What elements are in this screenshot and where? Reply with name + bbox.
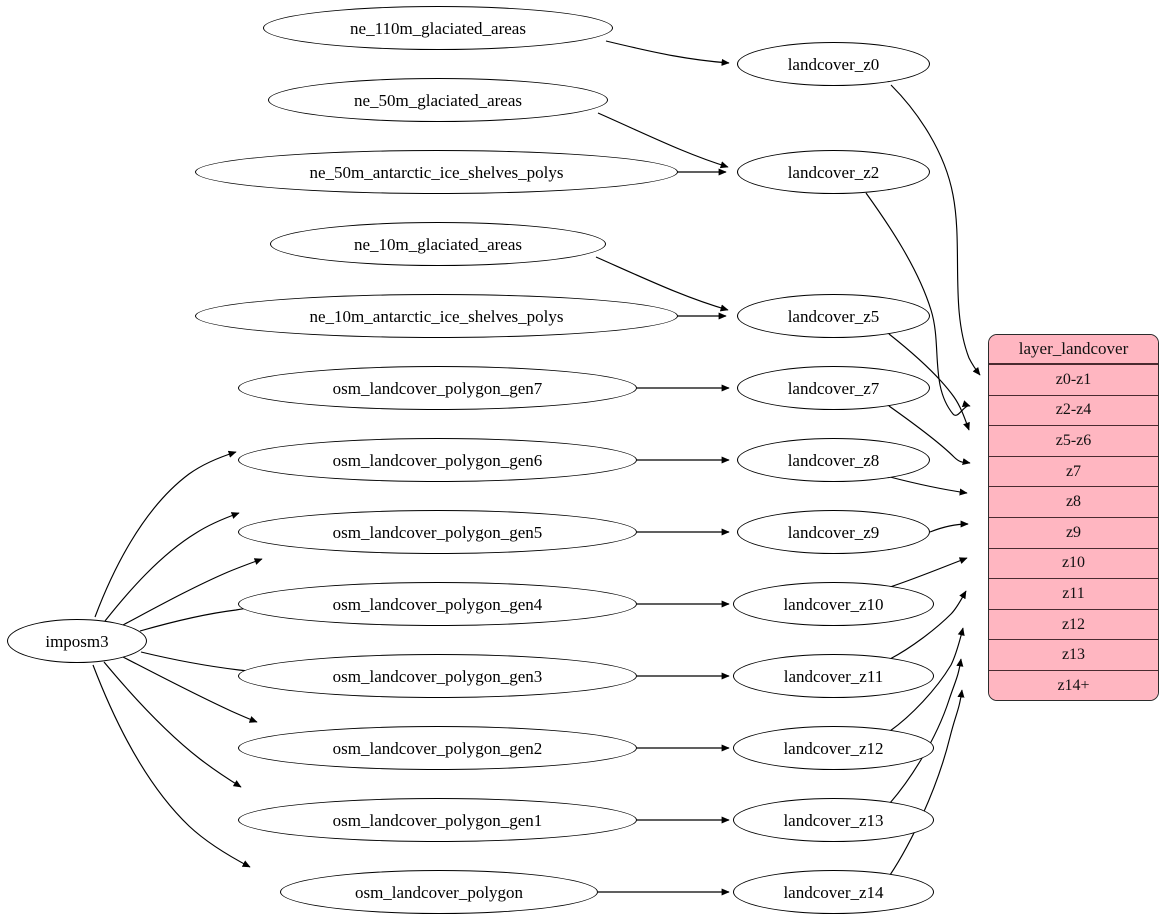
row-label: z5-z6 — [1055, 431, 1092, 449]
row-label: z9 — [1065, 523, 1082, 541]
node-label: ne_50m_antarctic_ice_shelves_polys — [309, 162, 564, 182]
node-label: osm_landcover_polygon_gen4 — [332, 594, 543, 614]
node-imposm3-label: imposm3 — [45, 631, 109, 651]
edges-group — [92, 40, 981, 896]
edge-ne50mgl-to-z2 — [597, 112, 729, 169]
node-ne-10m-antarctic-ice-shelves-polys[interactable]: ne_10m_antarctic_ice_shelves_polys — [195, 294, 678, 338]
edge-imposm3-to-gen6 — [104, 512, 240, 622]
node-landcover-z5[interactable]: landcover_z5 — [737, 294, 930, 338]
node-label: landcover_z9 — [787, 522, 880, 542]
layer-row-z7[interactable]: z7 — [989, 456, 1158, 488]
edge-z12-to-row-z12 — [889, 627, 965, 732]
edge-imposm3-to-poly — [92, 664, 251, 868]
node-label: ne_110m_glaciated_areas — [350, 18, 526, 38]
node-ne-50m-glaciated-areas[interactable]: ne_50m_glaciated_areas — [268, 78, 608, 122]
node-landcover-z0[interactable]: landcover_z0 — [737, 42, 930, 86]
edge-z2-to-row-z2z4 — [865, 192, 971, 416]
edge-z0-to-row-z0z1 — [890, 84, 981, 376]
node-osm-landcover-polygon-gen7[interactable]: osm_landcover_polygon_gen7 — [238, 366, 637, 410]
node-osm-landcover-polygon-gen6[interactable]: osm_landcover_polygon_gen6 — [238, 438, 637, 482]
node-osm-landcover-polygon[interactable]: osm_landcover_polygon — [280, 870, 598, 914]
layer-row-z2-z4[interactable]: z2-z4 — [989, 395, 1158, 427]
node-osm-landcover-polygon-gen4[interactable]: osm_landcover_polygon_gen4 — [238, 582, 637, 626]
node-landcover-z14[interactable]: landcover_z14 — [733, 870, 934, 914]
node-label: osm_landcover_polygon_gen3 — [332, 666, 543, 686]
node-label: osm_landcover_polygon — [354, 882, 524, 902]
layer-row-z11[interactable]: z11 — [989, 579, 1158, 610]
layer-row-z8[interactable]: z8 — [989, 487, 1158, 518]
row-label: z7 — [1065, 462, 1082, 480]
edge-imposm3-to-gen5 — [122, 558, 263, 626]
node-label: osm_landcover_polygon_gen6 — [332, 450, 543, 470]
edge-imposm3-to-gen2 — [122, 656, 258, 723]
node-label: osm_landcover_polygon_gen5 — [332, 522, 543, 542]
node-landcover-z9[interactable]: landcover_z9 — [737, 510, 930, 554]
edge-z5-to-row-z5z6 — [888, 333, 970, 431]
node-imposm3[interactable]: imposm3 — [7, 619, 147, 663]
node-landcover-z12[interactable]: landcover_z12 — [733, 726, 934, 770]
node-landcover-z8[interactable]: landcover_z8 — [737, 438, 930, 482]
layer-row-z12[interactable]: z12 — [989, 609, 1158, 641]
node-label: ne_10m_antarctic_ice_shelves_polys — [309, 306, 564, 326]
layer-row-z9[interactable]: z9 — [989, 517, 1158, 549]
node-osm-landcover-polygon-gen2[interactable]: osm_landcover_polygon_gen2 — [238, 726, 637, 770]
node-landcover-z2[interactable]: landcover_z2 — [737, 150, 930, 194]
node-ne-50m-antarctic-ice-shelves-polys[interactable]: ne_50m_antarctic_ice_shelves_polys — [195, 150, 678, 194]
edge-ne10mgl-to-z5 — [595, 256, 729, 312]
layer-row-z10[interactable]: z10 — [989, 548, 1158, 580]
node-label: landcover_z2 — [787, 162, 880, 182]
node-osm-landcover-polygon-gen1[interactable]: osm_landcover_polygon_gen1 — [238, 798, 637, 842]
node-label: landcover_z7 — [787, 378, 880, 398]
node-layer-landcover[interactable]: layer_landcover z0-z1 z2-z4 z5-z6 z7 z8 … — [988, 334, 1159, 701]
node-landcover-z13[interactable]: landcover_z13 — [733, 798, 934, 842]
node-label: landcover_z5 — [787, 306, 880, 326]
node-label: ne_10m_glaciated_areas — [353, 234, 523, 254]
edge-z7-to-row-z7 — [888, 405, 971, 466]
layer-row-z13[interactable]: z13 — [989, 640, 1158, 671]
row-label: z12 — [1061, 615, 1086, 633]
node-label: landcover_z12 — [783, 738, 884, 758]
edge-z10-to-row-z10 — [889, 557, 968, 588]
node-label: osm_landcover_polygon_gen2 — [332, 738, 543, 758]
node-landcover-z10[interactable]: landcover_z10 — [733, 582, 934, 626]
layer-row-z0-z1[interactable]: z0-z1 — [989, 365, 1158, 396]
edge-z13-to-row-z13 — [889, 658, 964, 804]
node-osm-landcover-polygon-gen5[interactable]: osm_landcover_polygon_gen5 — [238, 510, 637, 554]
row-label: z13 — [1061, 646, 1086, 664]
layer-row-z5-z6[interactable]: z5-z6 — [989, 426, 1158, 457]
layer-row-z14-plus[interactable]: z14+ — [989, 670, 1158, 700]
node-landcover-z11[interactable]: landcover_z11 — [733, 654, 934, 698]
edge-z14-to-row-z14 — [889, 689, 965, 876]
edge-imposm3-to-gen1 — [103, 661, 242, 788]
row-label: z2-z4 — [1055, 401, 1092, 419]
node-landcover-z7[interactable]: landcover_z7 — [737, 366, 930, 410]
node-label: landcover_z0 — [787, 54, 880, 74]
row-label: z14+ — [1057, 677, 1090, 695]
node-ne-10m-glaciated-areas[interactable]: ne_10m_glaciated_areas — [270, 222, 606, 266]
row-label: z11 — [1062, 584, 1085, 602]
row-label: z10 — [1061, 554, 1086, 572]
node-label: ne_50m_glaciated_areas — [353, 90, 523, 110]
edge-imposm3-to-gen7 — [94, 450, 237, 618]
edge-z9-to-row-z9 — [929, 520, 969, 533]
node-osm-landcover-polygon-gen3[interactable]: osm_landcover_polygon_gen3 — [238, 654, 637, 698]
edge-ne110m-to-z0 — [605, 40, 730, 66]
node-label: landcover_z11 — [783, 666, 884, 686]
node-label: landcover_z13 — [783, 810, 884, 830]
node-ne-110m-glaciated-areas[interactable]: ne_110m_glaciated_areas — [263, 6, 613, 50]
node-label: osm_landcover_polygon_gen1 — [332, 810, 543, 830]
node-label: landcover_z8 — [787, 450, 880, 470]
node-label: landcover_z14 — [783, 882, 884, 902]
edge-z11-to-row-z11 — [889, 590, 967, 660]
row-label: z8 — [1065, 493, 1082, 511]
node-label: osm_landcover_polygon_gen7 — [332, 378, 543, 398]
row-label: z0-z1 — [1055, 370, 1092, 388]
layer-landcover-header: layer_landcover — [989, 335, 1158, 365]
node-label: landcover_z10 — [783, 594, 884, 614]
header-label: layer_landcover — [1018, 339, 1129, 358]
edge-z8-to-row-z8 — [889, 476, 968, 496]
